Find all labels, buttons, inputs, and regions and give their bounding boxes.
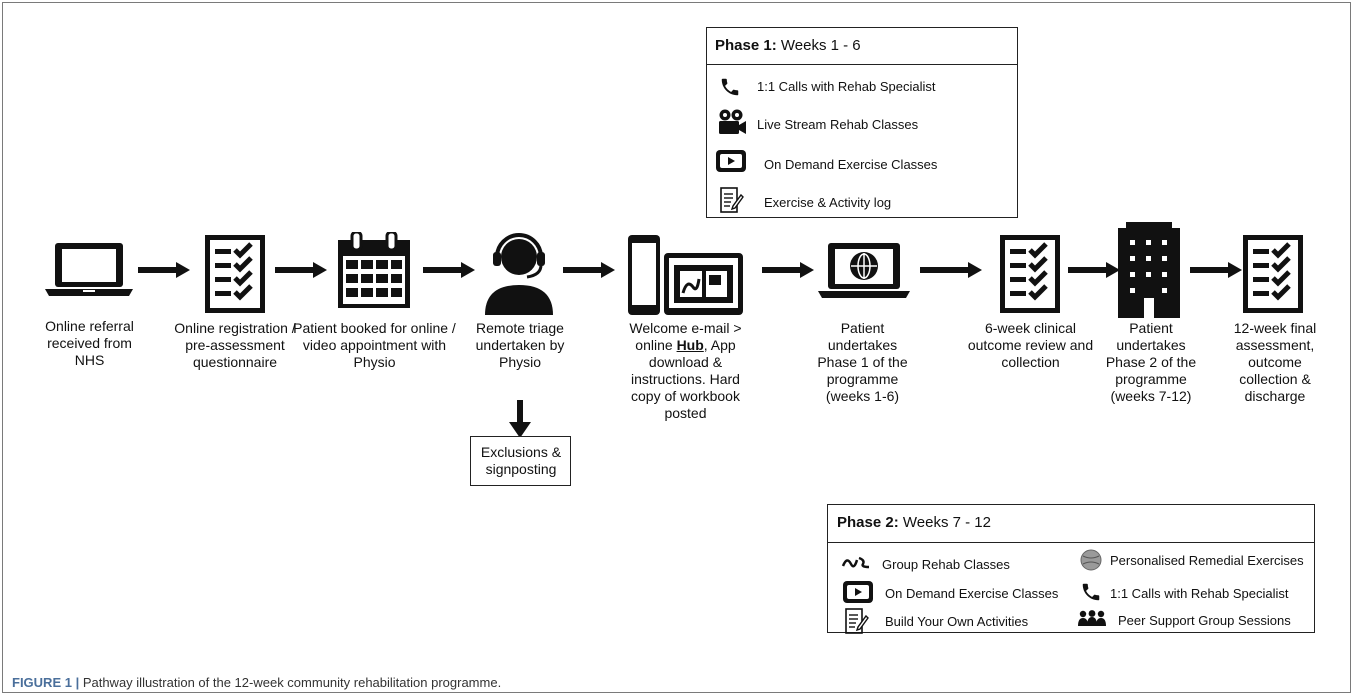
figure-caption: FIGURE 1 | Pathway illustration of the 1… (12, 675, 501, 690)
flow-arrow (275, 262, 327, 278)
flow-arrow (423, 262, 475, 278)
group-arrows-icon (841, 556, 870, 569)
flow-arrow (920, 262, 982, 278)
phase2-box: Phase 2: Weeks 7 - 12 Group Rehab Classe… (827, 504, 1315, 634)
notepad-pen-icon (845, 608, 869, 634)
hub-link-text: Hub (676, 337, 704, 353)
checklist-icon (1000, 235, 1060, 313)
flow-arrow (762, 262, 814, 278)
down-arrow (509, 400, 531, 438)
phase2-title: Phase 2: Weeks 7 - 12 (837, 514, 991, 531)
caption-label: FIGURE 1 | (12, 675, 80, 690)
notepad-pen-icon (720, 187, 744, 213)
building-icon (1118, 222, 1180, 318)
calendar-icon (338, 232, 410, 308)
step-label: 12-week final assessment, outcome collec… (1233, 320, 1317, 404)
video-camera-icon (719, 109, 746, 134)
step-label: 6-week clinical outcome review and colle… (967, 320, 1094, 370)
checklist-icon (1243, 235, 1303, 313)
step-label: Patient booked for online / video appoin… (293, 320, 456, 370)
phase1-box: Phase 1: Weeks 1 - 6 1:1 Calls with Reha… (706, 27, 1018, 218)
caption-text: Pathway illustration of the 12-week comm… (79, 675, 502, 690)
phase2-item-label: Personalised Remedial Exercises (1110, 553, 1304, 568)
step-label: Patient undertakes Phase 1 of the progra… (817, 320, 908, 404)
exclusions-label: Exclusions & signposting (480, 444, 562, 477)
checklist-icon (205, 235, 265, 313)
headset-person-icon (485, 233, 553, 315)
people-group-icon (1078, 610, 1106, 626)
laptop-icon (45, 243, 133, 296)
flow-arrow (1190, 262, 1242, 278)
step-label: Remote triage undertaken by Physio (475, 320, 565, 370)
step-label: Patient undertakes Phase 2 of the progra… (1105, 320, 1197, 404)
step-label: Welcome e-mail > online Hub, App downloa… (629, 320, 742, 421)
exercise-ball-icon (1080, 549, 1102, 571)
phase2-item-label: Group Rehab Classes (882, 557, 1010, 572)
play-screen-icon (843, 581, 873, 603)
flow-arrow (138, 262, 190, 278)
phase2-item-label: Peer Support Group Sessions (1118, 613, 1291, 628)
phase1-item-label: Live Stream Rehab Classes (757, 117, 919, 132)
phase2-item-label: On Demand Exercise Classes (885, 586, 1059, 601)
play-screen-icon (716, 150, 746, 172)
step-label: Online registration / pre-assessment que… (174, 320, 296, 370)
phone-icon (1082, 583, 1100, 601)
phone-icon (721, 78, 739, 96)
phase1-item-label: Exercise & Activity log (764, 195, 892, 210)
laptop-globe-icon (818, 243, 910, 298)
step-label: Online referral received from NHS (45, 318, 134, 368)
flow-arrow (563, 262, 615, 278)
phase2-item-label: Build Your Own Activities (885, 614, 1029, 629)
phase2-item-label: 1:1 Calls with Rehab Specialist (1110, 586, 1289, 601)
flow-arrow (1068, 262, 1120, 278)
phase1-title: Phase 1: Weeks 1 - 6 (715, 37, 861, 54)
phase1-item-label: 1:1 Calls with Rehab Specialist (757, 79, 936, 94)
phone-tablet-icon (628, 235, 743, 315)
exclusions-box: Exclusions & signposting (470, 436, 571, 486)
phase1-item-label: On Demand Exercise Classes (764, 157, 938, 172)
